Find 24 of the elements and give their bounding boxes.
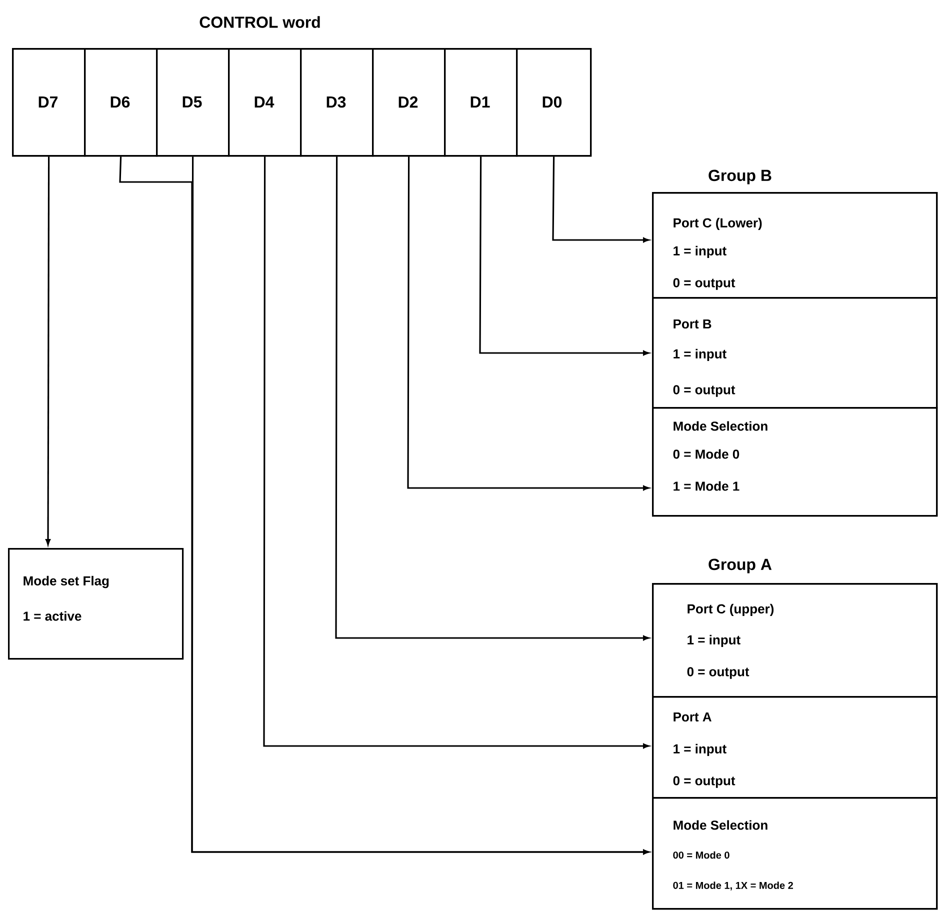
setting-box: Mode Selection 0 = Mode 0 1 = Mode 1 [652, 407, 938, 517]
arrow [263, 156, 650, 748]
arrow [46, 156, 50, 546]
bit-cell: D7 [12, 48, 86, 157]
setting-box: Mode Selection 00 = Mode 0 01 = Mode 1, 1X = Mode 2 [652, 797, 938, 910]
bit-cell: D5 [156, 48, 230, 157]
bit-cell: D1 [444, 48, 518, 157]
arrow [407, 156, 650, 490]
node-label: Group A [708, 558, 772, 574]
bit-cell: D2 [372, 48, 446, 157]
node-label: Group B [708, 170, 772, 184]
bit-cell: D4 [228, 48, 302, 157]
bit-cell: D3 [300, 48, 374, 157]
setting-box: Port B 1 = input 0 = output [652, 297, 938, 409]
setting-box: Port C (Lower) 1 = input 0 = output [652, 192, 938, 299]
bit-cell: D6 [84, 48, 158, 157]
setting-box: Port C (upper) 1 = input 0 = output [652, 583, 938, 698]
arrow [479, 156, 650, 356]
bit-cell: D0 [516, 48, 592, 157]
setting-box: Port A 1 = input 0 = output [652, 696, 938, 799]
flag-box: Mode set Flag 1 = active [8, 548, 184, 660]
arrow [552, 156, 650, 242]
arrow [335, 156, 650, 640]
node-label: CONTROL word [200, 16, 320, 28]
